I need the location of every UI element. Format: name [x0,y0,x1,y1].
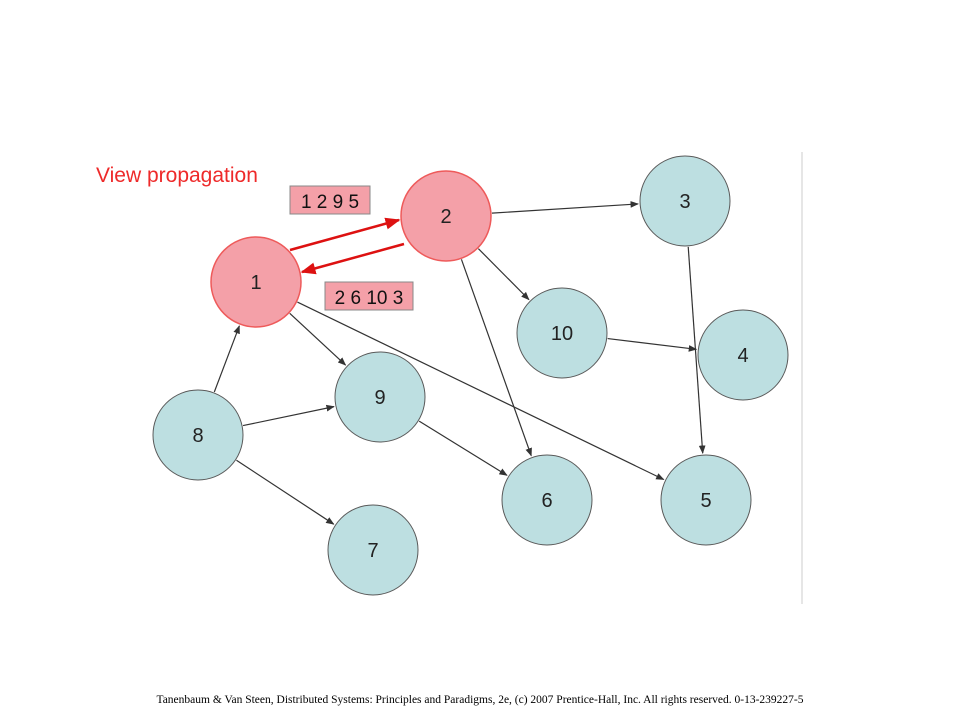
node-label: 1 [250,272,261,294]
node-label: 5 [700,490,711,512]
message-text-to-node-1: 2 6 10 3 [335,288,404,309]
node-5: 5 [660,454,752,546]
exchange-arrow-1-to-2 [289,217,401,252]
node-label: 9 [374,387,385,409]
node-label: 2 [440,206,451,228]
edge-layer [213,201,706,525]
edge-1-to-5 [297,301,665,481]
edge-8-to-7 [236,459,335,525]
node-6: 6 [501,454,593,546]
node-circle [327,504,419,596]
node-1: 1 [210,236,302,328]
edge-8-to-1 [213,325,240,393]
node-7: 7 [327,504,419,596]
node-4: 4 [697,309,789,401]
node-circle [697,309,789,401]
message-box-to-node-2: 1 2 9 5 [289,185,371,215]
edge-2-to-6 [460,259,532,457]
node-2: 2 [400,170,492,262]
node-layer: 1 2 3 4 5 6 7 8 9 10 [152,155,789,596]
exchange-arrow-2-to-1 [300,242,405,275]
node-8: 8 [152,389,244,481]
node-circle [516,287,608,379]
node-circle [639,155,731,247]
node-circle [210,236,302,328]
node-circle [501,454,593,546]
node-circle [400,170,492,262]
edge-8-to-9 [242,404,335,427]
node-10: 10 [516,287,608,379]
diagram-title: View propagation [96,164,258,187]
message-text-to-node-2: 1 2 9 5 [301,192,359,213]
edge-2-to-10 [477,248,530,301]
edge-2-to-3 [491,201,639,214]
node-label: 3 [679,191,690,213]
edge-9-to-6 [418,420,508,476]
node-circle [334,351,426,443]
node-9: 9 [334,351,426,443]
node-circle [152,389,244,481]
node-label: 8 [192,425,203,447]
node-label: 4 [737,345,748,367]
node-label: 6 [541,490,552,512]
edge-1-to-9 [289,312,347,366]
node-label: 10 [551,323,573,345]
message-box-to-node-1: 2 6 10 3 [324,281,414,311]
node-label: 7 [367,540,378,562]
edge-10-to-4 [607,337,698,352]
node-3: 3 [639,155,731,247]
copyright-footer: Tanenbaum & Van Steen, Distributed Syste… [156,694,804,706]
edge-3-to-5 [687,246,706,454]
node-circle [660,454,752,546]
